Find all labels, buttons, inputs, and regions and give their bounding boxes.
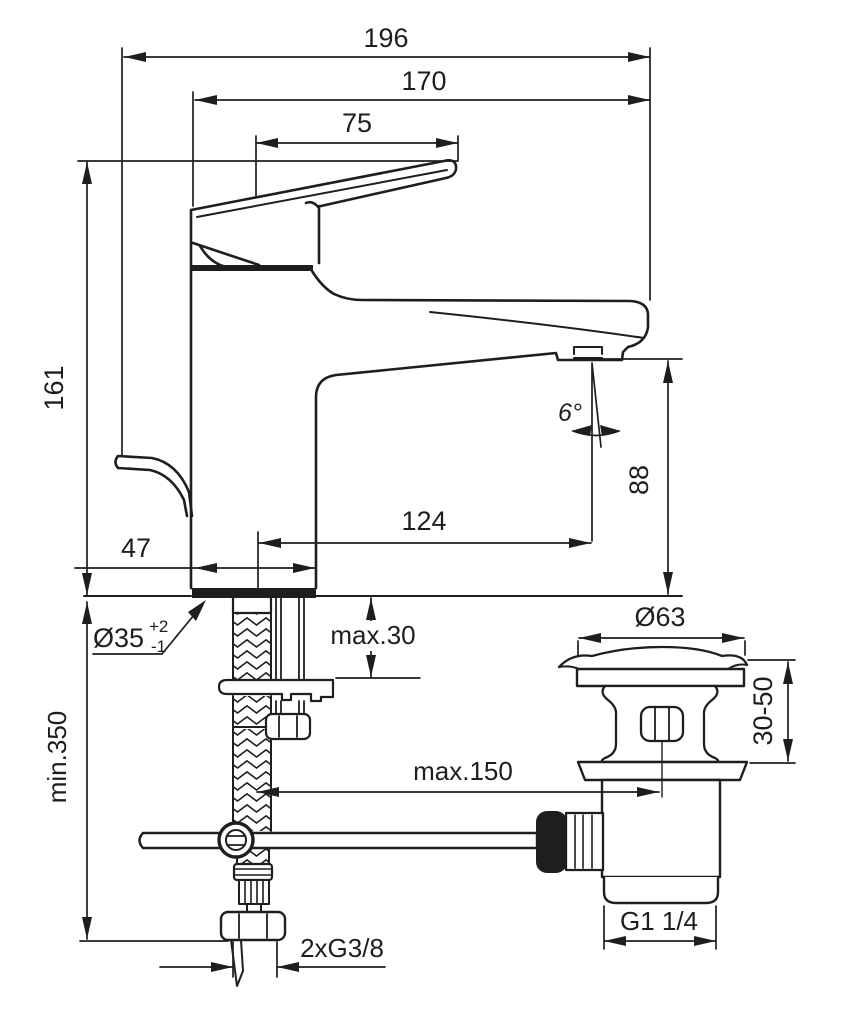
pop-up-rod — [138, 831, 539, 850]
ball-joint-nut-facets — [574, 814, 593, 869]
handle-lever-lowered — [114, 454, 194, 518]
handle-front-underside — [191, 241, 261, 267]
mounting-nut — [264, 712, 312, 741]
dim-label-g114: G1 1/4 — [620, 906, 698, 936]
handle-lever — [189, 159, 458, 212]
mounting-nut-facets — [278, 715, 298, 738]
dim-label-30-50: 30-50 — [748, 676, 778, 745]
rod-adjuster-knob — [217, 821, 255, 859]
dim-label-88: 88 — [624, 465, 654, 495]
dim-label-170: 170 — [401, 66, 446, 96]
shank — [231, 596, 273, 615]
max30-label-backing — [327, 621, 419, 651]
braided-hose — [233, 614, 271, 680]
base-gasket — [192, 588, 316, 598]
waste-tailpiece — [600, 778, 722, 879]
body-seam — [191, 265, 313, 271]
dim-label-124: 124 — [401, 506, 446, 536]
waste-thread-section — [602, 875, 720, 905]
spout-front-edge-line — [429, 311, 645, 339]
mounting-bracket — [217, 678, 335, 703]
pop-up-waste — [536, 645, 749, 905]
dim-label-max150: max.150 — [413, 756, 513, 786]
dim-label-dia35: Ø35 — [93, 623, 144, 653]
ball-joint-nut — [564, 811, 605, 872]
dimension-arrows — [82, 52, 793, 972]
hose-union-nut — [219, 910, 287, 942]
faucet-body — [114, 159, 650, 598]
waste-flange-plate — [575, 667, 746, 688]
spout-angle-construction — [572, 362, 620, 542]
dimension-lines — [74, 47, 796, 978]
rod-adjuster-knob-inner — [225, 829, 247, 851]
braided-hose — [233, 729, 271, 831]
angle-arc-arrow-right — [600, 425, 621, 436]
dim-label-dia35-tol-minus: -1 — [151, 637, 166, 656]
under-counter-assembly — [138, 596, 539, 987]
hose-tail-pipe — [230, 939, 244, 987]
hose-neck — [246, 903, 262, 913]
dim-label-6deg: 6° — [558, 399, 582, 427]
hole-dia-arrow — [188, 600, 206, 621]
mounting-studs — [275, 597, 305, 715]
dim-label-161: 161 — [39, 365, 69, 410]
hole-dia-leader — [92, 603, 204, 655]
dim-label-2xg38: 2xG3/8 — [300, 933, 384, 963]
dimension-labels: 196 170 75 161 47 124 6° 88 Ø35 +2 -1 ma… — [39, 23, 778, 963]
rod-adjuster-slot — [226, 835, 246, 846]
braided-hose — [233, 696, 271, 727]
hose-collar-lines — [233, 868, 273, 876]
handle-neck — [304, 200, 321, 265]
hose-union-nut-facets — [238, 913, 268, 939]
aerator-detail — [573, 346, 603, 359]
dim-label-min350: min.350 — [42, 711, 72, 804]
hose-corrugation — [238, 879, 270, 905]
dim-label-dia35-tol-plus: +2 — [149, 617, 168, 636]
dim-label-196: 196 — [363, 23, 408, 53]
dim-label-max30: max.30 — [330, 620, 415, 650]
rod-ball-joint — [536, 811, 567, 873]
hose-collar — [232, 862, 274, 882]
waste-center-port — [639, 705, 685, 743]
handle-lever-inner-line — [196, 169, 448, 218]
dim-label-75: 75 — [342, 108, 372, 138]
dim-label-47: 47 — [121, 533, 151, 563]
waste-center-port-lines — [654, 707, 670, 741]
waste-plug-dome — [557, 645, 749, 669]
hose-corrugation-ribs — [244, 880, 264, 904]
angle-arc-arrow-left — [571, 425, 592, 436]
dim-label-dia63: Ø63 — [634, 602, 685, 632]
spout-outline — [310, 269, 650, 590]
